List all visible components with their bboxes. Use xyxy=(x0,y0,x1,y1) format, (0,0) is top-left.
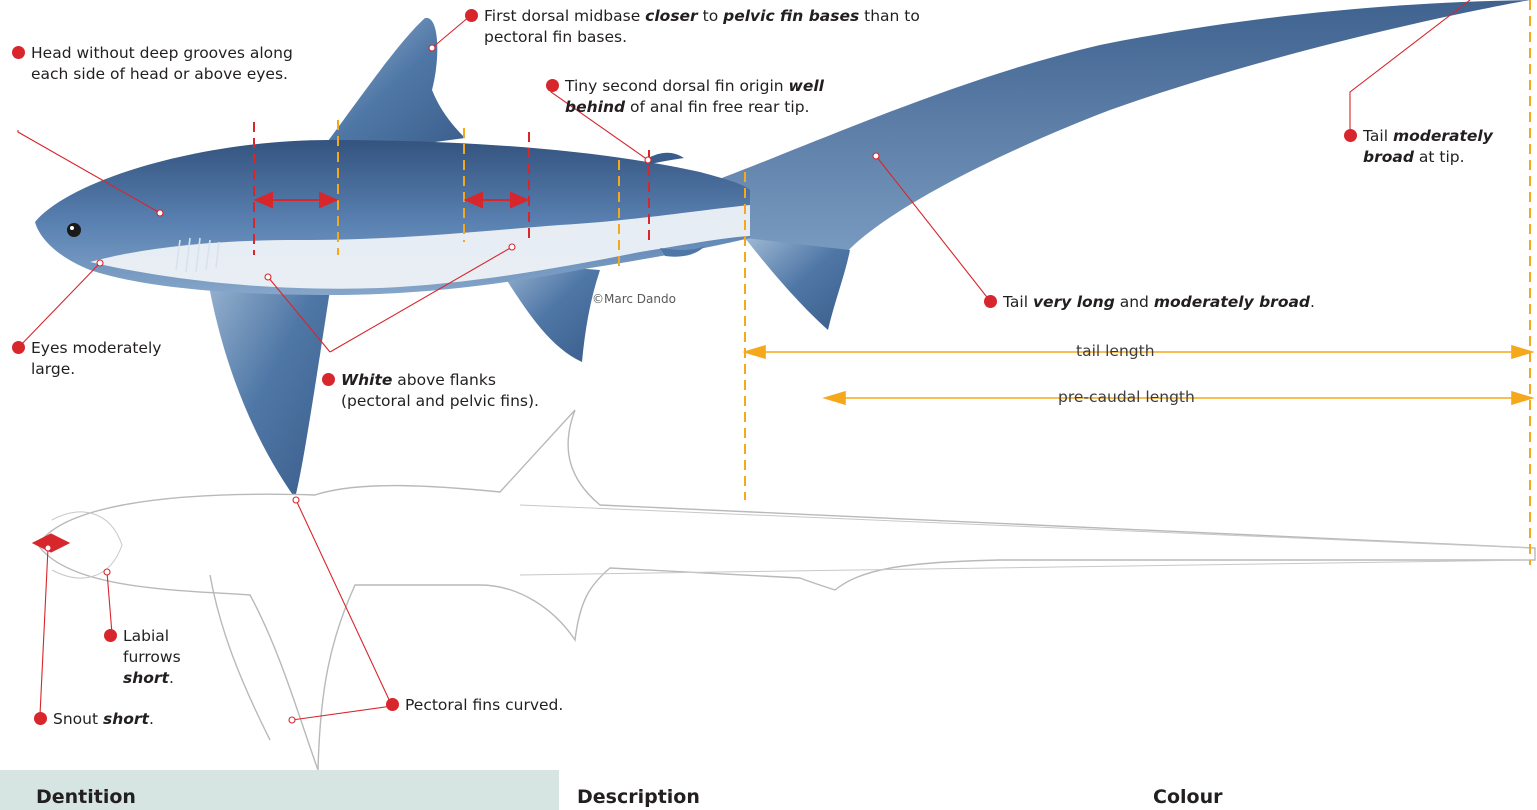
label-first-dorsal: First dorsal midbase closer to pelvic fi… xyxy=(465,6,985,48)
label-white-flanks: White above flanks (pectoral and pelvic … xyxy=(322,370,602,412)
colour-heading: Colour xyxy=(1119,770,1537,810)
caudal-fin-lower xyxy=(745,238,850,330)
label-labial-furrows: Labial furrows short. xyxy=(104,626,224,689)
bullet-dot xyxy=(386,698,399,711)
bullet-dot xyxy=(322,373,335,386)
dentition-heading: Dentition xyxy=(0,770,559,810)
eye xyxy=(67,223,81,237)
label-tail-tip: Tail moderately broad at tip. xyxy=(1344,126,1524,168)
label-second-dorsal: Tiny second dorsal fin origin well behin… xyxy=(546,76,866,118)
bullet-dot xyxy=(1344,129,1357,142)
bullet-dot xyxy=(104,629,117,642)
bullet-dot xyxy=(12,46,25,59)
tail-length-label: tail length xyxy=(1076,342,1155,360)
bullet-dot xyxy=(984,295,997,308)
illustration-credit: ©Marc Dando xyxy=(592,292,676,306)
label-eyes: Eyes moderately large. xyxy=(12,338,192,380)
label-head: Head without deep grooves along each sid… xyxy=(12,43,342,85)
description-heading: Description xyxy=(559,770,1119,810)
label-tail-long: Tail very long and moderately broad. xyxy=(984,292,1364,313)
label-snout: Snout short. xyxy=(34,709,234,730)
label-pectoral-fins: Pectoral fins curved. xyxy=(386,695,626,716)
bullet-dot xyxy=(12,341,25,354)
shark-ventral-outline xyxy=(38,410,1535,770)
second-dorsal-fin xyxy=(648,153,684,164)
bullet-dot xyxy=(546,79,559,92)
bullet-dot xyxy=(465,9,478,22)
pre-caudal-length-label: pre-caudal length xyxy=(1058,388,1195,406)
pectoral-fin-lateral xyxy=(205,262,330,498)
bullet-dot xyxy=(34,712,47,725)
